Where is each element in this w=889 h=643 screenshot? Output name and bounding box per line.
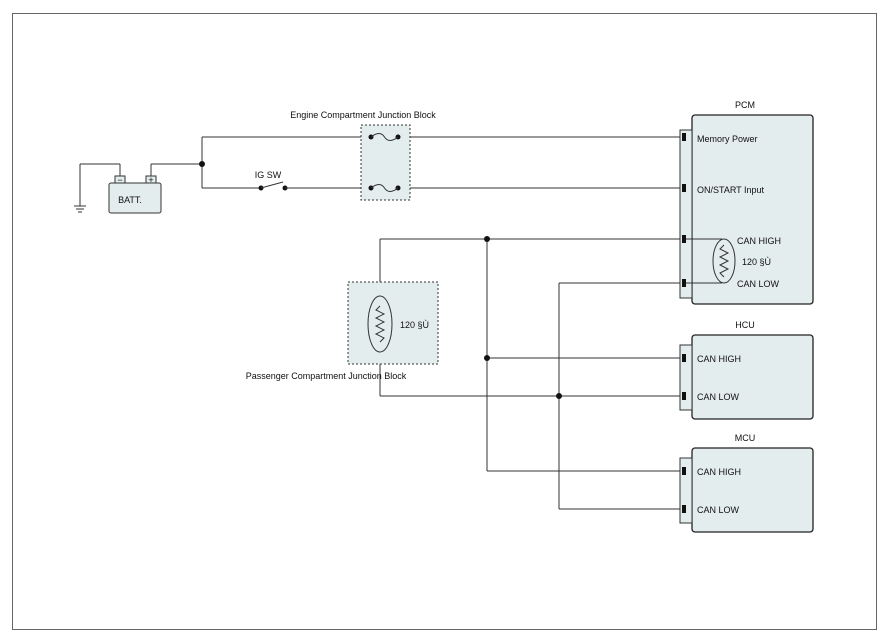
battery-positive-sign: + [148,175,153,185]
hcu-can-low-label: CAN LOW [697,392,740,402]
splice-dot [199,161,205,167]
mcu-title: MCU [735,433,756,443]
pcm-connector [679,129,693,299]
pcm-on-start-label: ON/START Input [697,185,765,195]
pcm-pin [682,133,686,141]
passenger-resistor-label: 120 §Ù [400,320,429,330]
battery-negative-sign: − [117,175,122,185]
splice-dot [556,393,562,399]
battery: − + BATT. [108,175,162,214]
fuse-icon [370,133,399,141]
pcm-pin [682,235,686,243]
battery-label: BATT. [118,195,142,205]
mcu-can-low-label: CAN LOW [697,505,740,515]
passenger-junction-block: 120 §Ù Passenger Compartment Junction Bl… [246,281,439,381]
mcu-box [691,447,814,533]
engine-jb-label: Engine Compartment Junction Block [290,110,436,120]
ig-switch: IG SW [255,170,288,191]
pcm-pin [682,279,686,287]
mcu-module: MCU CAN HIGH CAN LOW [679,433,814,533]
diagram-frame [12,13,877,630]
passenger-jb-label: Passenger Compartment Junction Block [246,371,407,381]
pcm-pin [682,184,686,192]
hcu-box [691,334,814,420]
fuse-icon [370,184,399,192]
pcm-memory-power-label: Memory Power [697,134,758,144]
pcm-module: PCM Memory Power ON/START Input CAN HIGH… [679,100,814,305]
splice-dot [484,236,490,242]
engine-junction-block: Engine Compartment Junction Block [290,110,436,201]
mcu-pin [682,505,686,513]
ground-icon [74,164,86,213]
passenger-jb-box [347,281,439,365]
resistor-icon [718,244,730,278]
mcu-pin [682,467,686,475]
hcu-pin [682,354,686,362]
switch-blade [260,181,284,189]
hcu-module: HCU CAN HIGH CAN LOW [679,320,814,420]
ig-switch-label: IG SW [255,170,282,180]
pcm-can-high-label: CAN HIGH [737,236,781,246]
hcu-can-high-label: CAN HIGH [697,354,741,364]
pcm-title: PCM [735,100,755,110]
mcu-can-high-label: CAN HIGH [697,467,741,477]
hcu-pin [682,392,686,400]
battery-body [108,182,162,214]
resistor-icon [374,305,386,343]
pcm-resistor-shell [712,238,736,284]
splice-dot [484,355,490,361]
hcu-title: HCU [735,320,755,330]
pcm-can-low-label: CAN LOW [737,279,780,289]
pcm-resistor-label: 120 §Ù [742,257,771,267]
